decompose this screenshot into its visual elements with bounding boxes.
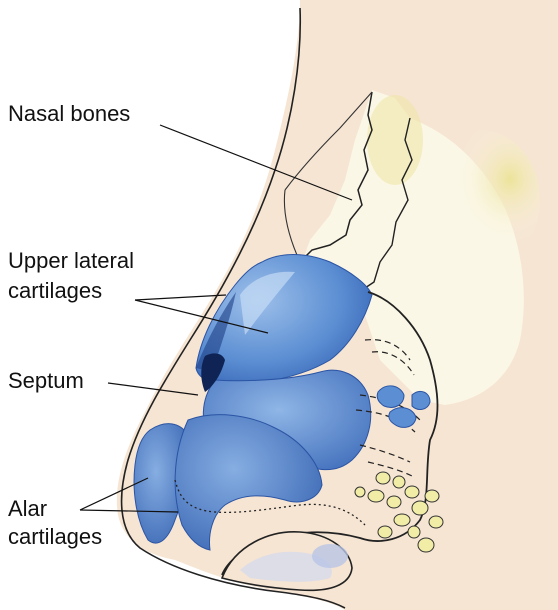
bone-highlight-upper bbox=[367, 95, 423, 185]
label-septum: Septum bbox=[8, 368, 84, 394]
label-upper-lateral-line2: cartilages bbox=[8, 278, 102, 304]
label-alar-line1: Alar bbox=[8, 496, 47, 522]
label-upper-lateral-line1: Upper lateral bbox=[8, 248, 134, 274]
label-alar-line2: cartilages bbox=[8, 524, 102, 550]
label-nasal-bones: Nasal bones bbox=[8, 101, 130, 127]
bone-highlight bbox=[420, 130, 540, 270]
sesamoid-cartilage-1 bbox=[377, 386, 404, 408]
sesamoid-cartilage-2 bbox=[412, 391, 430, 409]
nostril-blue-patch bbox=[312, 544, 348, 568]
